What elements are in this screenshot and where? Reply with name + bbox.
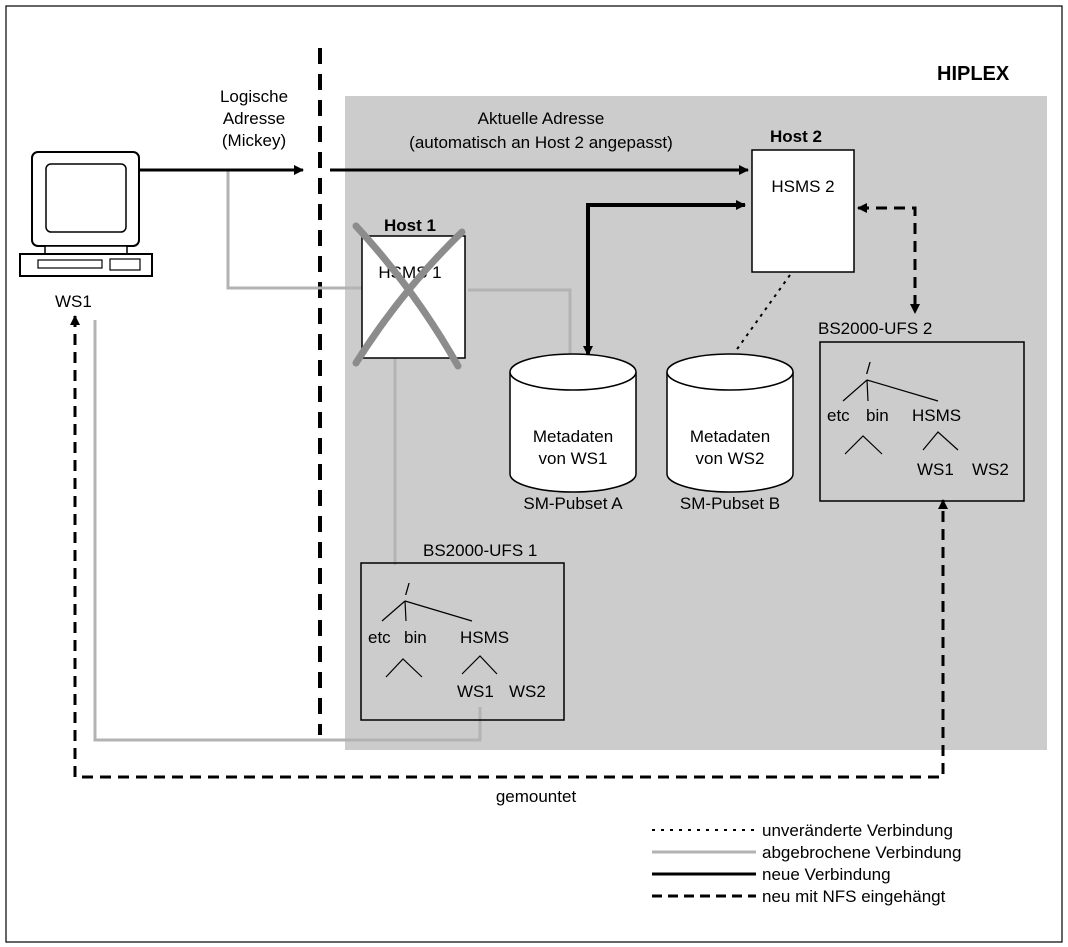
ufs1-hsms: HSMS [460, 628, 509, 647]
ufs2-ws2: WS2 [972, 460, 1009, 479]
host2-box [751, 149, 855, 273]
pubset-b-caption: SM-Pubset B [680, 494, 780, 513]
host2-ufs2-nfs [857, 203, 920, 314]
ufs2-bin: bin [866, 406, 889, 425]
host2-pubset-a-connection [583, 200, 746, 356]
pubset-a-line1: Metadaten [533, 427, 613, 446]
pubset-b-line1: Metadaten [690, 427, 770, 446]
legend-nfs-label: neu mit NFS eingehängt [762, 887, 946, 906]
monitor-base [44, 245, 128, 255]
legend: unveränderte Verbindung abgebrochene Ver… [652, 821, 961, 906]
host2-title: Host 2 [770, 127, 822, 146]
monitor-screen [45, 163, 127, 233]
pubset-a-line2: von WS1 [539, 449, 608, 468]
legend-unchanged-label: unveränderte Verbindung [762, 821, 953, 840]
ufs1-ws1: WS1 [457, 682, 494, 701]
ufs2-filesystem: BS2000-UFS 2 / etc bin HSMS WS1 WS2 [818, 319, 1025, 502]
ufs1-etc: etc [368, 628, 391, 647]
ufs2-root: / [866, 359, 871, 378]
legend-broken-label: abgebrochene Verbindung [762, 843, 961, 862]
ufs1-root: / [405, 580, 410, 599]
pubset-b-line2: von WS2 [696, 449, 765, 468]
ufs1-box [360, 562, 565, 721]
mounted-label: gemountet [496, 787, 577, 806]
ufs1-filesystem: BS2000-UFS 1 / etc bin HSMS WS1 WS2 [360, 541, 565, 721]
ufs2-hsms: HSMS [912, 406, 961, 425]
keyboard-numpad [109, 258, 141, 271]
logical-address-line1: Logische [220, 87, 288, 106]
pubset-a-caption: SM-Pubset A [523, 494, 623, 513]
logical-address-line3: (Mickey) [222, 131, 286, 150]
pubset-b: Metadaten von WS2 SM-Pubset B [666, 353, 794, 513]
ufs2-title: BS2000-UFS 2 [818, 319, 932, 338]
ufs2-etc: etc [827, 406, 850, 425]
workstation-ws1: WS1 [19, 151, 153, 311]
keyboard-keys [37, 259, 103, 269]
host1-title: Host 1 [384, 216, 436, 235]
legend-new-label: neue Verbindung [762, 865, 891, 884]
current-address-line1: Aktuelle Adresse [478, 109, 605, 128]
hiplex-label: HIPLEX [937, 63, 1010, 85]
ufs2-ws1: WS1 [917, 460, 954, 479]
current-address-line2: (automatisch an Host 2 angepasst) [409, 133, 673, 152]
ufs1-bin: bin [404, 628, 427, 647]
host1-failure-cross [352, 222, 466, 370]
ufs1-title: BS2000-UFS 1 [423, 541, 537, 560]
pubset-a: Metadaten von WS1 SM-Pubset A [509, 353, 637, 513]
ws1-ufs2-mounted [70, 315, 948, 779]
ufs2-box [819, 341, 1025, 502]
ws1-label: WS1 [55, 292, 92, 311]
ufs1-ws2: WS2 [509, 682, 546, 701]
logical-address-line2: Adresse [223, 109, 285, 128]
host2-system: HSMS 2 [771, 177, 834, 196]
